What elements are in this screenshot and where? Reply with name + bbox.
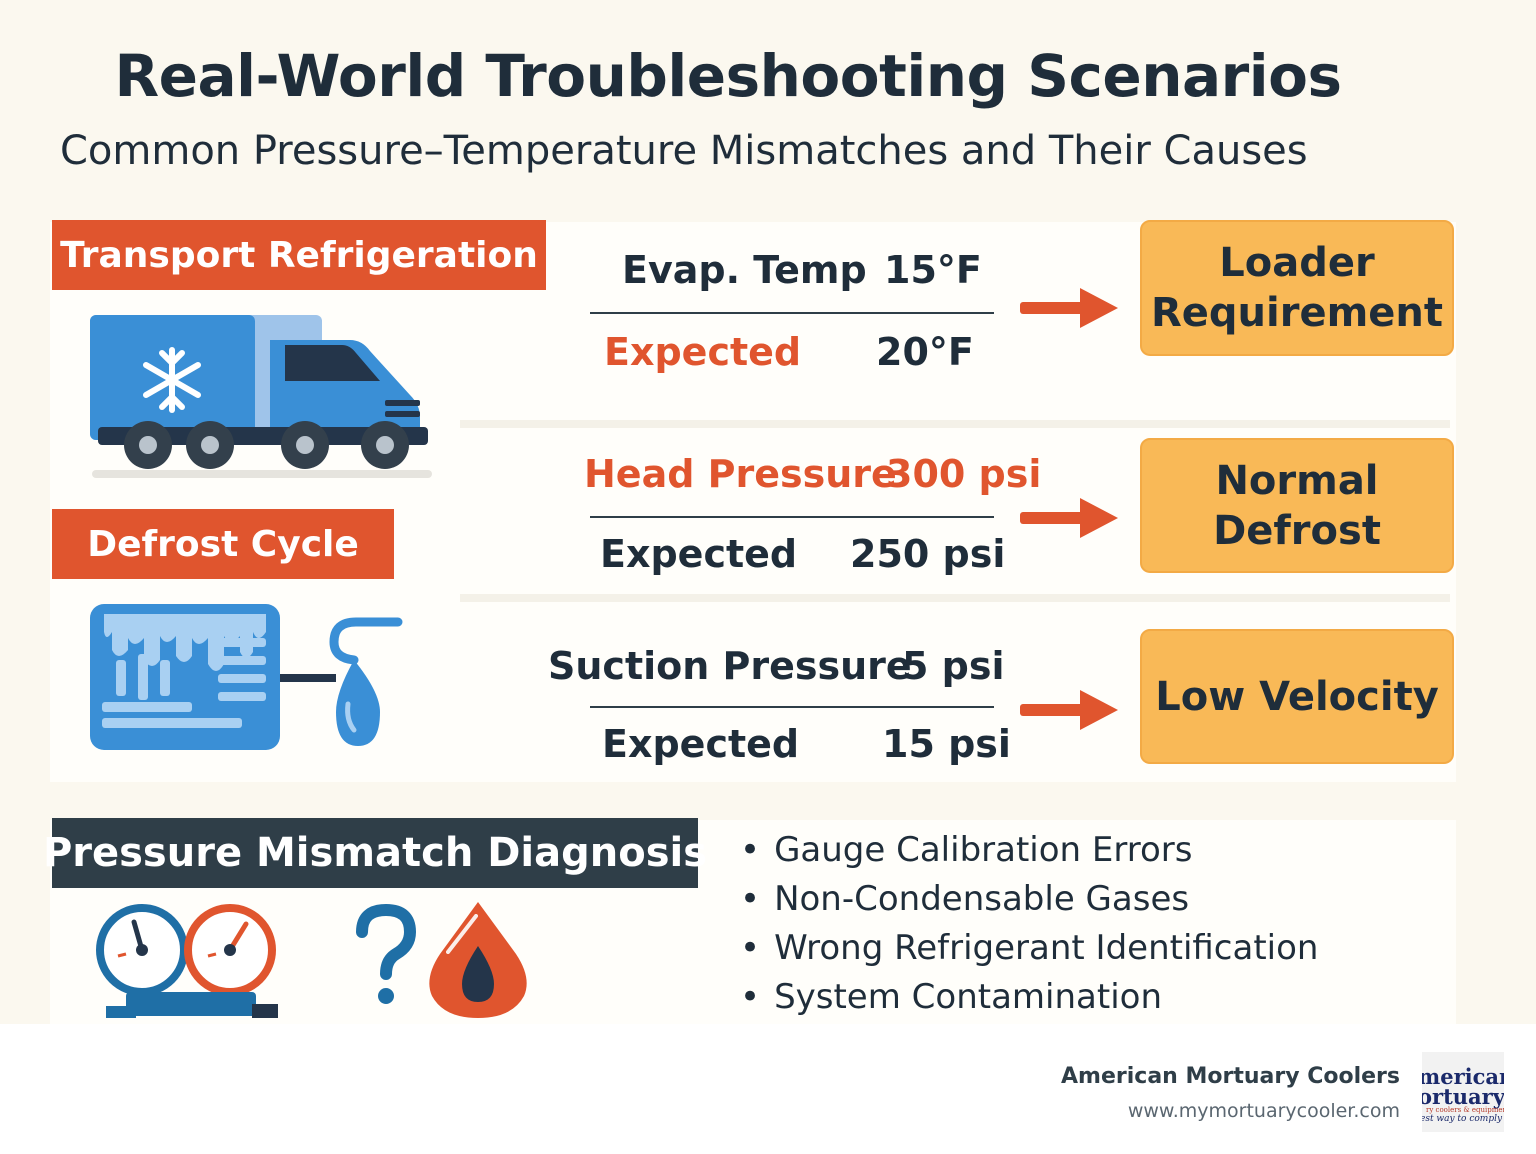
row1-expected-label: Expected — [604, 330, 802, 374]
row2-measured-label: Head Pressure — [584, 452, 897, 496]
list-item: System Contamination — [740, 973, 1318, 1022]
brand-logo: merican ortuary ry coolers & equipment e… — [1422, 1052, 1504, 1132]
brand-name: American Mortuary Coolers — [1061, 1064, 1400, 1089]
row2-expected-label: Expected — [600, 532, 798, 576]
list-item: Gauge Calibration Errors — [740, 826, 1318, 875]
diagnosis-cause-list: Gauge Calibration Errors Non-Condensable… — [740, 826, 1318, 1022]
defrost-cycle-tag: Defrost Cycle — [52, 509, 394, 579]
footer — [0, 1024, 1536, 1154]
cause-box-low-velocity: Low Velocity — [1140, 629, 1454, 764]
logo-line: merican — [1422, 1064, 1504, 1089]
row1-measured-label: Evap. Temp — [622, 248, 867, 292]
pressure-gauges-icon — [96, 904, 278, 1018]
cause-line: Defrost — [1213, 507, 1381, 554]
pressure-mismatch-diagnosis-label: Pressure Mismatch Diagnosis — [42, 830, 708, 876]
arrow-right-icon — [1020, 690, 1118, 730]
transport-refrigeration-label: Transport Refrigeration — [60, 234, 538, 276]
row2-divider-line — [590, 516, 994, 518]
list-item: Non-Condensable Gases — [740, 875, 1318, 924]
logo-line: ry coolers & equipment — [1426, 1106, 1504, 1114]
frosted-coil-icon — [90, 604, 403, 750]
cause-line: Low Velocity — [1155, 673, 1439, 720]
defrost-cycle-label: Defrost Cycle — [87, 523, 359, 565]
row-divider — [460, 420, 1450, 428]
brand-url[interactable]: www.mymortuarycooler.com — [1127, 1100, 1400, 1122]
row1-measured-value: 15°F — [884, 248, 982, 292]
cause-line: Loader — [1219, 240, 1375, 286]
row1-divider-line — [590, 312, 994, 314]
cause-line: Requirement — [1150, 290, 1443, 336]
cause-line: Normal — [1215, 457, 1379, 504]
row-divider — [460, 594, 1450, 602]
question-mark-icon — [356, 903, 417, 1004]
cause-box-normal-defrost: Normal Defrost — [1140, 438, 1454, 573]
list-item: Wrong Refrigerant Identification — [740, 924, 1318, 973]
oil-drop-icon — [429, 902, 527, 1018]
row2-expected-value: 250 psi — [850, 532, 1006, 576]
row3-measured-label: Suction Pressure — [548, 644, 912, 688]
row1-expected-value: 20°F — [876, 330, 974, 374]
page-subtitle: Common Pressure–Temperature Mismatches a… — [60, 128, 1308, 174]
row3-expected-value: 15 psi — [882, 722, 1011, 766]
transport-refrigeration-tag: Transport Refrigeration — [52, 220, 546, 290]
row3-expected-label: Expected — [602, 722, 800, 766]
row3-divider-line — [590, 706, 994, 708]
logo-line: ortuary — [1422, 1084, 1504, 1109]
refrigerated-truck-icon — [90, 315, 432, 478]
row2-measured-value: 300 psi — [886, 452, 1042, 496]
snowflake-icon — [143, 347, 201, 413]
page-title: Real-World Troubleshooting Scenarios — [114, 42, 1343, 110]
water-drop-icon — [336, 660, 380, 746]
arrow-right-icon — [1020, 288, 1118, 328]
logo-line: est way to comply — [1422, 1114, 1503, 1124]
arrow-right-icon — [1020, 498, 1118, 538]
row3-measured-value: 5 psi — [902, 644, 1005, 688]
cause-box-loader-requirement: Loader Requirement — [1140, 220, 1454, 356]
pressure-mismatch-diagnosis-tag: Pressure Mismatch Diagnosis — [43, 818, 707, 888]
